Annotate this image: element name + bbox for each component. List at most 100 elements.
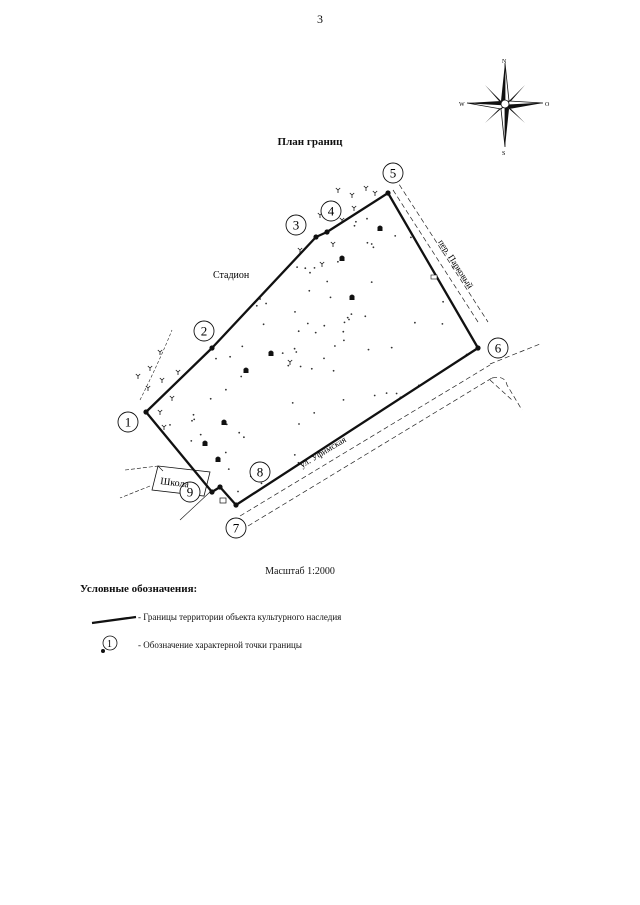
terrain-dot bbox=[366, 241, 369, 244]
grave-marker-icon bbox=[202, 440, 208, 446]
boundary-point-4: 4 bbox=[320, 200, 342, 235]
terrain-dot bbox=[367, 348, 370, 351]
terrain-dot bbox=[287, 364, 290, 367]
terrain-dot bbox=[342, 399, 345, 401]
terrain-dot bbox=[237, 490, 239, 493]
terrain-dot bbox=[390, 346, 393, 349]
terrain-dot bbox=[332, 369, 335, 372]
tree-symbol-icon bbox=[349, 192, 355, 198]
boundary-point-1: 1 bbox=[117, 409, 149, 433]
terrain-dot bbox=[209, 397, 212, 400]
point-number-label: 6 bbox=[495, 341, 502, 356]
boundary-vertex-dot bbox=[324, 229, 330, 235]
terrain-dot bbox=[308, 289, 311, 292]
tree-symbol-icon bbox=[157, 409, 163, 415]
scale-label: Масштаб 1:2000 bbox=[265, 566, 335, 577]
legend-boundary-symbol bbox=[91, 615, 137, 625]
point-number-circle bbox=[225, 517, 247, 539]
terrain-dot bbox=[297, 330, 300, 333]
tree-symbol-icon bbox=[335, 187, 341, 193]
terrain-dot bbox=[190, 440, 193, 442]
point-number-circle bbox=[382, 162, 404, 184]
terrain-dot bbox=[169, 424, 171, 426]
grave-marker-icon bbox=[349, 294, 355, 300]
tree-symbol-icon bbox=[145, 385, 151, 391]
boundary-point-5: 5 bbox=[382, 162, 404, 196]
boundary-vertex-dot bbox=[385, 190, 391, 196]
terrain-dots bbox=[169, 217, 468, 493]
tree-symbol-icon bbox=[135, 373, 141, 379]
map-title: План границ bbox=[277, 136, 343, 148]
heritage-boundary-line bbox=[144, 191, 480, 507]
terrain-dot bbox=[353, 224, 356, 227]
terrain-dot bbox=[370, 243, 373, 245]
terrain-dot bbox=[337, 260, 339, 263]
compass-rose-icon: N S W O bbox=[459, 59, 550, 155]
point-number-circle bbox=[320, 200, 342, 222]
terrain-dot bbox=[313, 412, 316, 414]
terrain-dot bbox=[296, 266, 298, 268]
terrain-dot bbox=[348, 318, 350, 321]
street-lines bbox=[239, 177, 541, 527]
terrain-dot bbox=[342, 330, 345, 333]
school-label: Школа bbox=[160, 476, 190, 490]
terrain-dot bbox=[215, 357, 217, 360]
tree-symbol-icon bbox=[287, 359, 293, 365]
point-number-circle bbox=[249, 461, 271, 483]
point-number-label: 5 bbox=[390, 166, 397, 181]
terrain-dot bbox=[364, 315, 367, 318]
terrain-dot bbox=[334, 345, 336, 347]
terrain-dot bbox=[295, 351, 298, 353]
legend-point-symbol: 1 bbox=[101, 635, 118, 653]
grave-marker-icon bbox=[339, 255, 345, 261]
boundary-point-9: 9 bbox=[179, 481, 215, 503]
terrain-dot bbox=[304, 267, 307, 270]
terrain-dot bbox=[238, 431, 241, 434]
tree-symbol-icon bbox=[159, 377, 165, 383]
terrain-dot bbox=[343, 321, 346, 324]
boundary-vertex-dot bbox=[475, 345, 481, 351]
point-number-label: 9 bbox=[187, 485, 194, 500]
terrain-dot bbox=[192, 413, 195, 416]
street-label-ufa: ул. Уфимская bbox=[298, 434, 348, 469]
terrain-dot bbox=[262, 323, 265, 326]
stadium-edge bbox=[139, 329, 173, 401]
point-number-circle bbox=[487, 337, 509, 359]
terrain-dot bbox=[240, 375, 243, 378]
terrain-dot bbox=[229, 355, 232, 358]
point-number-circle bbox=[117, 411, 139, 433]
terrain-dot bbox=[366, 217, 368, 220]
boundary-point-8: 8 bbox=[217, 461, 271, 490]
terrain-dot bbox=[350, 313, 353, 315]
tree-symbol-icon bbox=[351, 205, 357, 211]
terrain-dot bbox=[329, 296, 332, 299]
terrain-dot bbox=[243, 436, 245, 439]
grave-marker-icon bbox=[268, 350, 274, 356]
terrain-dot bbox=[323, 357, 325, 360]
boundary-vertex-dot bbox=[209, 345, 215, 351]
boundary-vertex-dot bbox=[233, 502, 239, 508]
legend-row-boundary: - Границы территории объекта культурного… bbox=[80, 610, 480, 630]
point-number-label: 1 bbox=[125, 415, 132, 430]
terrain-dot bbox=[291, 402, 294, 404]
legend-row-point: 1 - Обозначение характерной точки границ… bbox=[80, 634, 480, 654]
tree-symbol-icon bbox=[319, 261, 325, 267]
boundary-point-3: 3 bbox=[285, 214, 319, 240]
terrain-dot bbox=[346, 316, 349, 319]
terrain-dot bbox=[355, 220, 357, 223]
street-marker bbox=[430, 274, 438, 280]
terrain-dot bbox=[414, 321, 416, 324]
legend-boundary-text: - Границы территории объекта культурного… bbox=[138, 612, 342, 622]
tree-symbol-icon bbox=[372, 190, 378, 196]
boundary-vertex-dot bbox=[143, 409, 149, 415]
tree-symbol-icon bbox=[169, 395, 175, 401]
terrain-symbols bbox=[135, 185, 383, 462]
boundary-point-7: 7 bbox=[225, 502, 247, 539]
tree-symbol-icon bbox=[147, 365, 153, 371]
terrain-dot bbox=[199, 433, 202, 436]
point-number-circle bbox=[285, 214, 307, 236]
compass-south-label: S bbox=[502, 151, 505, 155]
